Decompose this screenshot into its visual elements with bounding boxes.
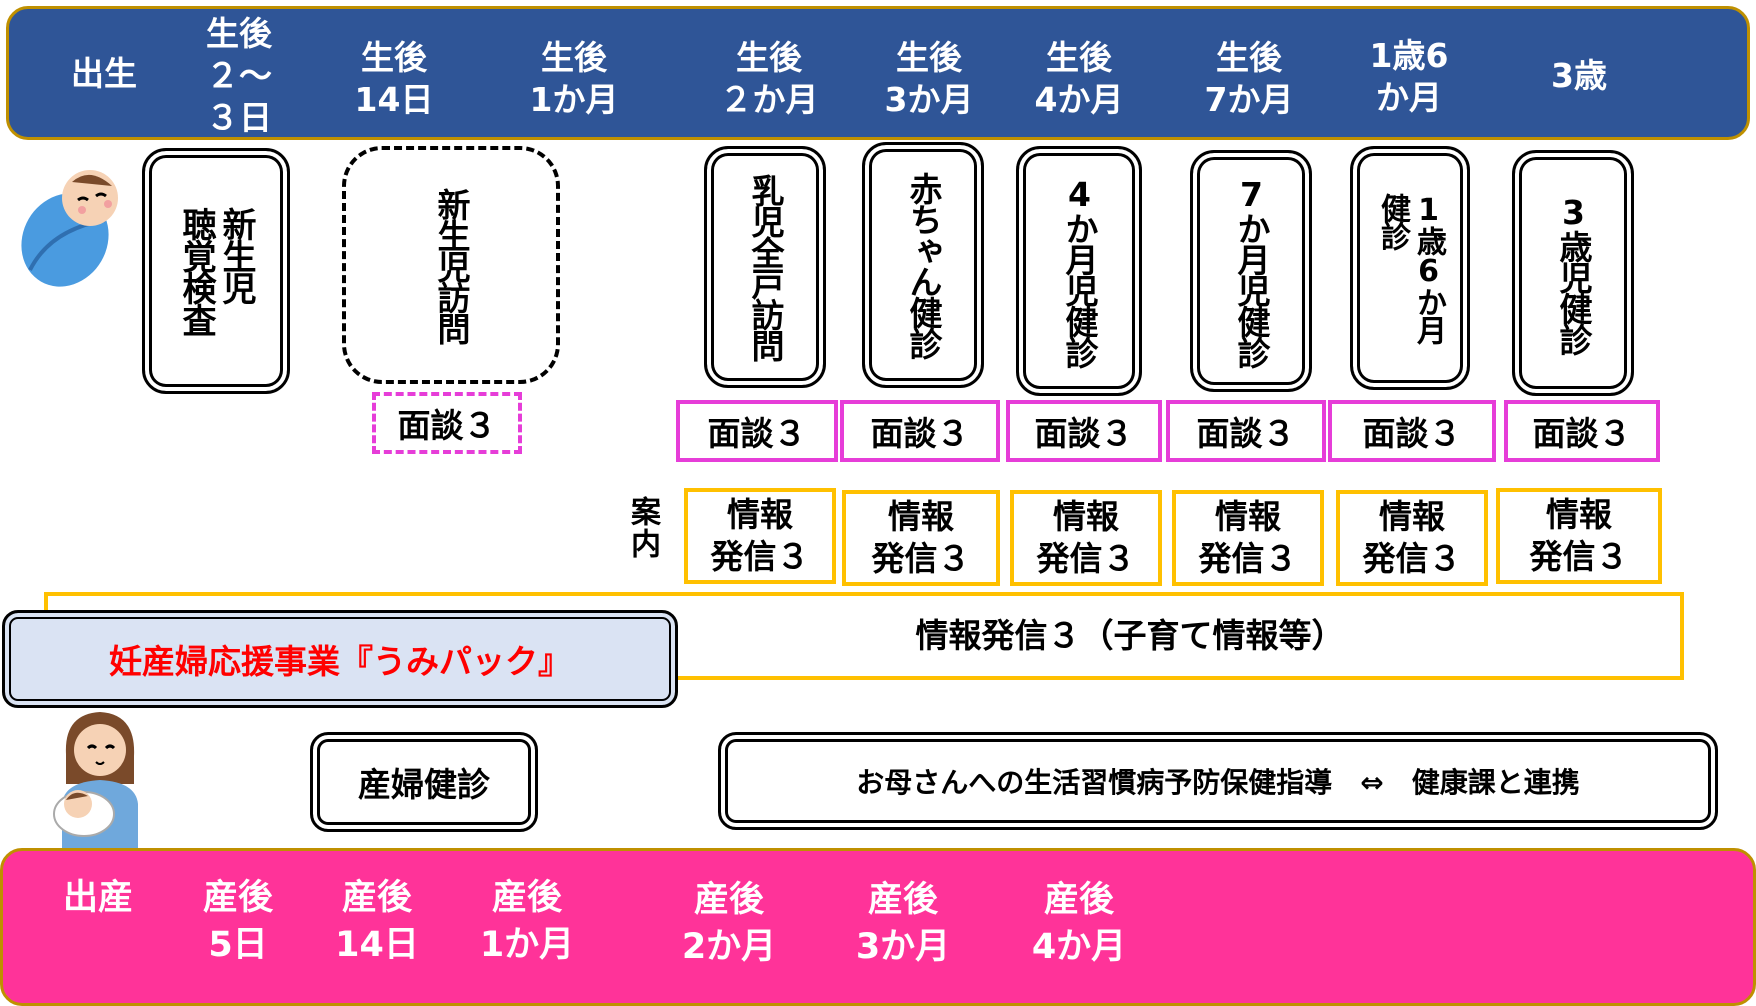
postpartum-checkup-label: 産婦健診 [358, 765, 490, 804]
mother-timeline-bar: 出産 産後 5日 産後 14日 産後 1か月 産後 2か月 産後 3か月 産後 … [0, 848, 1756, 1006]
timeline-year3: 3歳 [1551, 56, 1607, 95]
timeline-postpartum-month4: 産後 4か月 [1031, 880, 1127, 967]
timeline-month7: 生後 7か月 [1204, 38, 1294, 119]
mother-guidance-box: お母さんへの生活習慣病予防保健指導 ⇔ 健康課と連携 [718, 732, 1718, 830]
month7-checkup-box: 7か月児健診 [1190, 150, 1312, 392]
timeline-day2-3: 生後 ２～ ３日 [206, 14, 272, 137]
timeline-month2: 生後 ２か月 [719, 38, 819, 119]
umipack-banner: 妊産婦応援事業『うみパック』 [2, 610, 678, 708]
mendan-box-year3: 面談３ [1504, 400, 1660, 462]
timeline-postpartum-day14: 産後 14日 [335, 878, 419, 965]
swaddled-baby-icon [21, 170, 118, 287]
infant-home-visit-box: 乳児全戸訪問 [704, 146, 826, 388]
timeline-month1: 生後 1か月 [529, 38, 619, 119]
month4-checkup-box: 4か月児健診 [1016, 146, 1142, 396]
mendan-box-month7: 面談３ [1166, 400, 1326, 462]
joho-box-month3: 情報 発信３ [842, 490, 1000, 586]
baby-checkup-box: 赤ちゃん健診 [862, 142, 984, 388]
timeline-childbirth: 出産 [62, 878, 133, 918]
joho-box-month4: 情報 発信３ [1010, 490, 1162, 586]
mendan-box-month4: 面談３ [1006, 400, 1162, 462]
timeline-birth: 出生 [71, 54, 137, 93]
mendan-box-year1-month6: 面談３ [1328, 400, 1496, 462]
mendan-box-month2: 面談３ [676, 400, 838, 462]
timeline-month4: 生後 4か月 [1034, 38, 1124, 119]
year3-checkup-box: 3歳児健診 [1512, 150, 1634, 396]
umipack-label: 妊産婦応援事業『うみパック』 [109, 642, 571, 681]
mother-holding-baby-icon [53, 712, 138, 848]
joho-box-year1-month6: 情報 発信３ [1336, 490, 1488, 586]
timeline-postpartum-day5: 産後 5日 [202, 878, 273, 965]
joho-box-month7: 情報 発信３ [1172, 490, 1324, 586]
mendan-box-newborn: 面談３ [372, 392, 522, 454]
timeline-year1-month6: 1歳6 か月 [1369, 36, 1449, 117]
joho-wide-label: 情報発信３（子育て情報等） [915, 616, 1345, 655]
timeline-postpartum-month1: 産後 1か月 [479, 878, 575, 965]
mendan-box-month3: 面談３ [840, 400, 1000, 462]
postpartum-checkup-box: 産婦健診 [310, 732, 538, 832]
timeline-postpartum-month3: 産後 3か月 [855, 880, 951, 967]
annai-label: 案内 [625, 496, 660, 560]
year1-month6-checkup-box: 1歳6か月 健診 [1350, 146, 1470, 390]
timeline-day14: 生後 14日 [354, 38, 434, 119]
joho-box-month2: 情報 発信３ [684, 488, 836, 584]
timeline-postpartum-month2: 産後 2か月 [681, 880, 777, 967]
hearing-test-box: 新生児 聴覚検査 [142, 148, 290, 394]
joho-box-year3: 情報 発信３ [1496, 488, 1662, 584]
baby-timeline-bar: 出生 生後 ２～ ３日 生後 14日 生後 1か月 生後 ２か月 生後 3か月 … [6, 6, 1750, 140]
timeline-month3: 生後 3か月 [884, 38, 974, 119]
newborn-visit-box: 新生児訪問 [342, 146, 560, 384]
mother-guidance-label: お母さんへの生活習慣病予防保健指導 ⇔ 健康課と連携 [856, 766, 1580, 799]
